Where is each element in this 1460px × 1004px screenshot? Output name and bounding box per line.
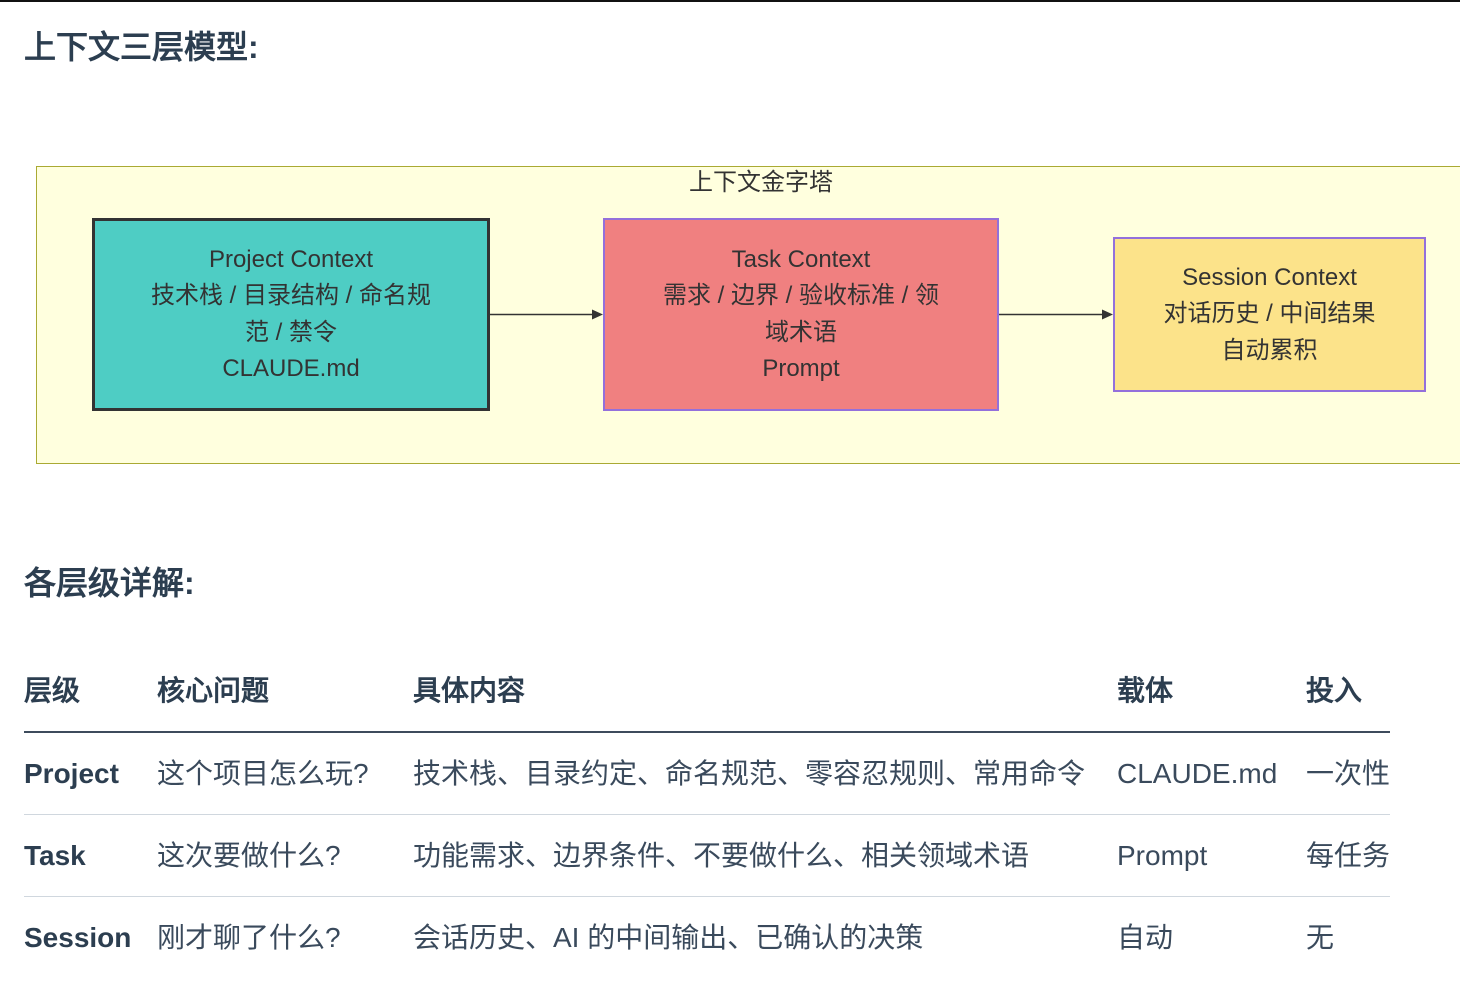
node-line: Prompt: [762, 355, 840, 382]
table-header-row: 层级 核心问题 具体内容 载体 投入: [24, 650, 1390, 733]
table-cell-carrier: 自动: [1117, 921, 1174, 953]
layers-table: 层级 核心问题 具体内容 载体 投入 Project 这个项目怎么玩? 技术栈、…: [24, 650, 1390, 978]
table-cell-effort: 一次性: [1306, 757, 1391, 789]
table-cell-content: 技术栈、目录约定、命名规范、零容忍规则、常用命令: [413, 757, 1086, 789]
project-context-node: Project Context 技术栈 / 目录结构 / 命名规 范 / 禁令 …: [92, 218, 490, 411]
table-cell-carrier: CLAUDE.md: [1117, 757, 1278, 789]
section-heading-context-model: 上下文三层模型:: [24, 29, 259, 65]
node-line: 需求 / 边界 / 验收标准 / 领: [662, 282, 939, 309]
table-cell-question: 这个项目怎么玩?: [157, 757, 369, 789]
cluster-title: 上下文金字塔: [689, 169, 833, 196]
table-cell-layer: Task: [24, 839, 86, 871]
table-cell-question: 刚才聊了什么?: [157, 921, 341, 953]
node-line: CLAUDE.md: [222, 355, 360, 382]
node-line: 技术栈 / 目录结构 / 命名规: [150, 282, 431, 309]
table-header-cell: 具体内容: [413, 674, 526, 706]
table-cell-content: 会话历史、AI 的中间输出、已确认的决策: [413, 921, 924, 953]
table-cell-effort: 每任务: [1306, 839, 1391, 871]
table-header-cell: 投入: [1306, 674, 1363, 706]
node-title: Task Context: [731, 245, 871, 273]
table-cell-carrier: Prompt: [1117, 839, 1208, 871]
top-rule: [0, 0, 1460, 2]
task-context-node: Task Context 需求 / 边界 / 验收标准 / 领 域术语 Prom…: [603, 218, 999, 411]
node-line: 自动累积: [1221, 336, 1318, 364]
table-cell-content: 功能需求、边界条件、不要做什么、相关领域术语: [413, 839, 1030, 871]
table-cell-question: 这次要做什么?: [157, 839, 341, 871]
node-line: 范 / 禁令: [244, 318, 337, 346]
table-cell-layer: Project: [24, 757, 119, 789]
table-header-cell: 层级: [24, 674, 81, 706]
table-row: Project 这个项目怎么玩? 技术栈、目录约定、命名规范、零容忍规则、常用命…: [24, 733, 1390, 815]
node-line: 域术语: [765, 318, 837, 346]
session-context-node: Session Context 对话历史 / 中间结果 自动累积: [1113, 237, 1426, 392]
table-header-cell: 载体: [1117, 674, 1174, 706]
table-row: Task 这次要做什么? 功能需求、边界条件、不要做什么、相关领域术语 Prom…: [24, 815, 1390, 897]
node-title: Project Context: [208, 245, 374, 273]
table-cell-effort: 无: [1306, 921, 1335, 953]
node-title: Session Context: [1182, 263, 1357, 291]
table-cell-layer: Session: [24, 921, 132, 953]
section-heading-layer-details: 各层级详解:: [24, 565, 195, 601]
table-header-cell: 核心问题: [157, 674, 270, 706]
table-row: Session 刚才聊了什么? 会话历史、AI 的中间输出、已确认的决策 自动 …: [24, 897, 1390, 978]
node-line: 对话历史 / 中间结果: [1163, 300, 1376, 328]
